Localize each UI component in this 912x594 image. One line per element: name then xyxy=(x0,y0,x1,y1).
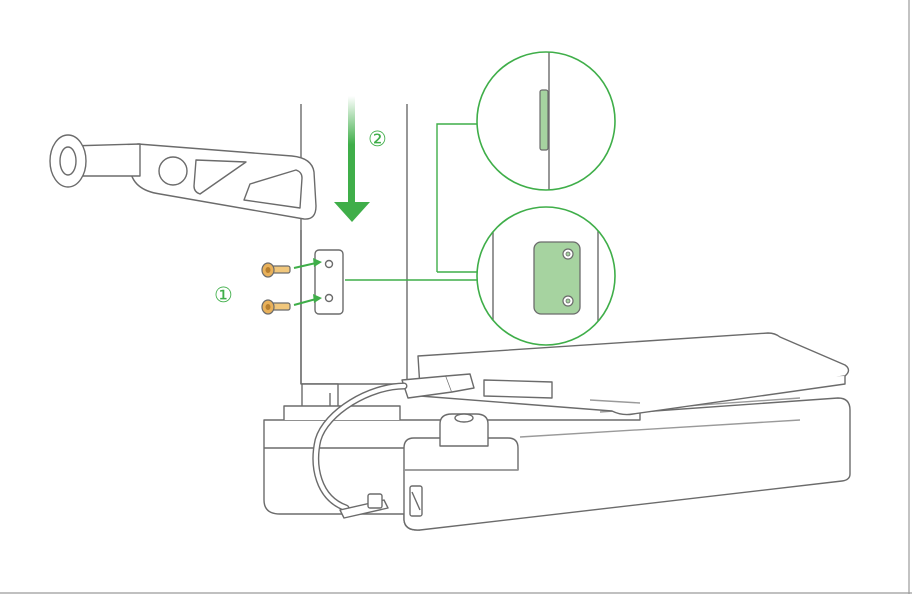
arm-window-left xyxy=(193,159,247,195)
zoom-circle-front-view xyxy=(476,206,616,346)
zoom-circle-side-view xyxy=(476,51,616,191)
screws xyxy=(261,262,291,315)
arm-window-right xyxy=(243,169,303,209)
screw-bottom xyxy=(261,299,291,315)
spool-holder xyxy=(49,134,317,220)
arm-round-hole xyxy=(158,156,188,186)
printer xyxy=(263,104,851,531)
step-1-label: ① xyxy=(214,283,233,307)
arrow-down-icon xyxy=(334,96,370,222)
power-knob xyxy=(439,413,489,447)
arrow-right-icon xyxy=(293,258,322,306)
screw-top xyxy=(261,262,291,278)
callout-leaders xyxy=(345,123,480,281)
mounting-plate xyxy=(314,249,344,315)
step-2-label: ② xyxy=(368,127,387,151)
power-module xyxy=(403,437,519,471)
